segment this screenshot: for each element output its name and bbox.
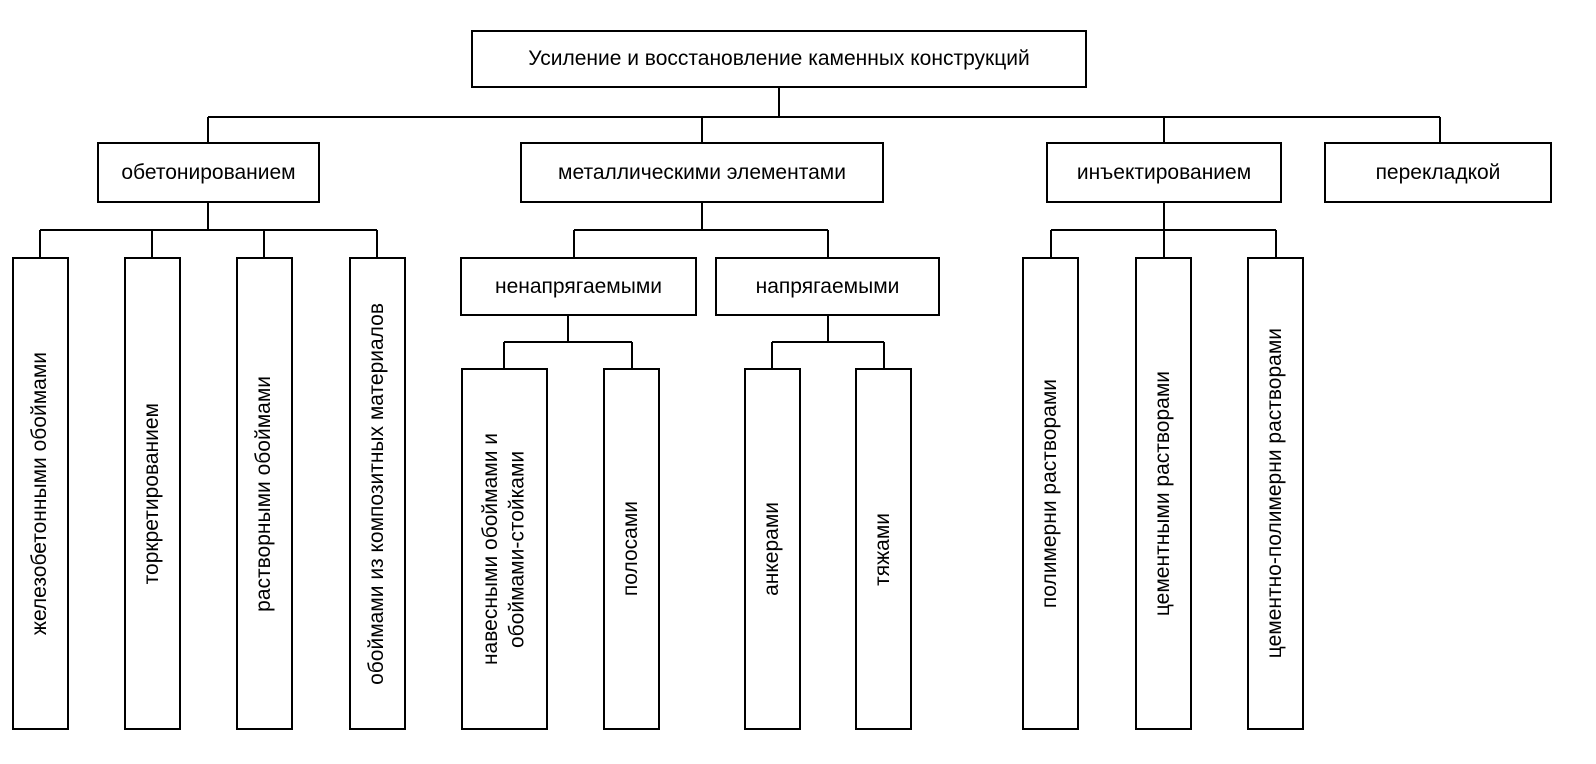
category-metal-label: металлическими элементами	[558, 160, 846, 184]
leaf-stressed-2-label: тяжами	[871, 512, 895, 586]
metal-stressed-label: напрягаемыми	[755, 274, 900, 298]
category-metal: металлическими элементами	[520, 142, 884, 203]
root-node: Усиление и восстановление каменных конст…	[471, 30, 1087, 88]
leaf-stressed-2: тяжами	[855, 368, 912, 730]
category-injection: инъектированием	[1046, 142, 1282, 203]
root-label: Усиление и восстановление каменных конст…	[528, 47, 1030, 71]
leaf-injection-3: цементно-полимерни растворами	[1247, 257, 1304, 730]
leaf-unstressed-2: полосами	[603, 368, 660, 730]
leaf-concrete-3: растворными обоймами	[236, 257, 293, 730]
leaf-injection-3-label: цементно-полимерни растворами	[1263, 328, 1287, 659]
metal-unstressed-label: ненапрягаемыми	[495, 274, 662, 298]
leaf-concrete-3-label: растворными обоймами	[252, 375, 276, 612]
category-lintel: перекладкой	[1324, 142, 1552, 203]
metal-stressed: напрягаемыми	[715, 257, 940, 316]
leaf-unstressed-1-line-2: обоймами-стойками	[505, 450, 529, 648]
category-lintel-label: перекладкой	[1375, 160, 1501, 184]
leaf-unstressed-1-line-1: навесными обоймами и	[479, 432, 503, 666]
leaf-concrete-2: торкретированием	[124, 257, 181, 730]
leaf-stressed-1: анкерами	[744, 368, 801, 730]
leaf-injection-1-label: полимерни растворами	[1038, 378, 1062, 609]
leaf-injection-2-label: цементными растворами	[1151, 370, 1175, 617]
leaf-concrete-4: обоймами из композитных материалов	[349, 257, 406, 730]
leaf-stressed-1-label: анкерами	[760, 502, 784, 596]
metal-unstressed: ненапрягаемыми	[460, 257, 697, 316]
leaf-injection-2: цементными растворами	[1135, 257, 1192, 730]
category-concrete-label: обетонированием	[121, 160, 296, 184]
category-injection-label: инъектированием	[1076, 160, 1252, 184]
leaf-injection-1: полимерни растворами	[1022, 257, 1079, 730]
leaf-concrete-1-label: железобетонными обоймами	[28, 351, 52, 636]
leaf-unstressed-2-label: полосами	[619, 501, 643, 597]
leaf-concrete-4-label: обоймами из композитных материалов	[365, 302, 389, 685]
category-concrete: обетонированием	[97, 142, 320, 203]
leaf-concrete-1: железобетонными обоймами	[12, 257, 69, 730]
leaf-concrete-2-label: торкретированием	[140, 402, 164, 585]
